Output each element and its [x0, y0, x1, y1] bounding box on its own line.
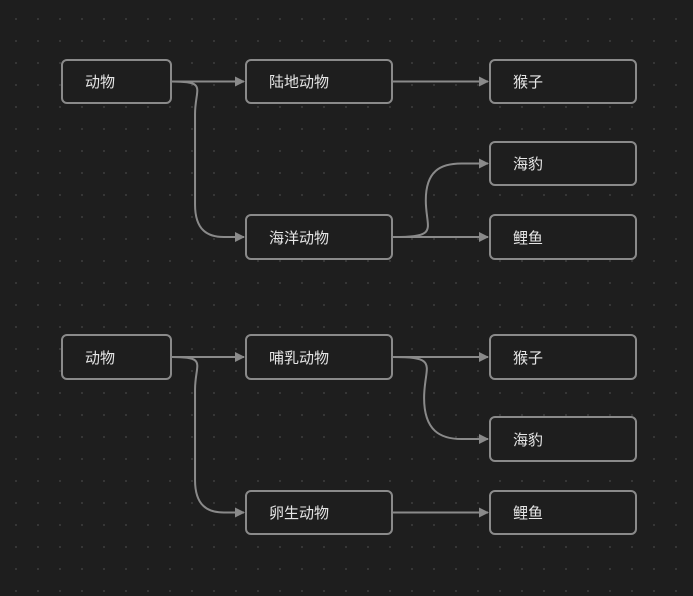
node-t1-sea[interactable]: 海洋动物 — [245, 214, 393, 260]
node-t2-ovip[interactable]: 卵生动物 — [245, 490, 393, 535]
edge-t2-root-to-t2-ovip — [171, 356, 245, 518]
node-t1-root[interactable]: 动物 — [61, 59, 172, 104]
node-t2-carp[interactable]: 鲤鱼 — [489, 490, 637, 535]
node-t1-monkey[interactable]: 猴子 — [489, 59, 637, 104]
edge-t1-sea-to-t1-seal — [392, 158, 489, 238]
node-t2-root[interactable]: 动物 — [61, 334, 172, 380]
node-t2-seal[interactable]: 海豹 — [489, 416, 637, 462]
node-t2-monkey[interactable]: 猴子 — [489, 334, 637, 380]
node-t2-mammal[interactable]: 哺乳动物 — [245, 334, 393, 380]
node-t1-land[interactable]: 陆地动物 — [245, 59, 393, 104]
node-t1-carp[interactable]: 鲤鱼 — [489, 214, 637, 260]
edge-t1-root-to-t1-sea — [171, 80, 245, 242]
edge-t2-mammal-to-t2-seal — [392, 356, 489, 444]
node-t1-seal[interactable]: 海豹 — [489, 141, 637, 186]
